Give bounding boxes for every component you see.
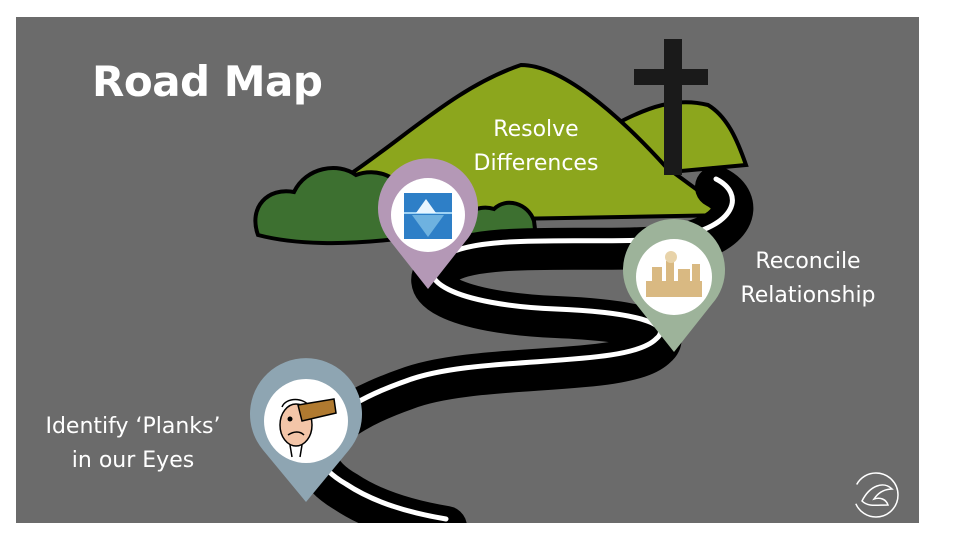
road-map-scene <box>250 39 899 523</box>
pin-identify-planks[interactable] <box>250 358 362 502</box>
cross-icon <box>634 39 708 175</box>
slide: Road Map Resolve Differences Reconcile R… <box>16 17 919 523</box>
pin-reconcile-relationship[interactable] <box>623 218 726 352</box>
stop-label-resolve: Resolve Differences <box>456 113 616 181</box>
stop-label-reconcile: Reconcile Relationship <box>723 245 893 313</box>
stop-label-line2: Differences <box>473 151 599 176</box>
page-title: Road Map <box>92 57 323 106</box>
stop-label-line2: in our Eyes <box>71 448 195 473</box>
stop-label-line1: Identify ‘Planks’ <box>45 414 221 439</box>
plank-in-eye-icon <box>279 398 337 458</box>
left-bush <box>253 166 407 246</box>
city-skyline-icon <box>646 251 702 297</box>
stop-label-identify: Identify ‘Planks’ in our Eyes <box>28 410 238 478</box>
stop-label-line2: Relationship <box>740 283 876 308</box>
dove-logo-icon <box>853 472 899 518</box>
pin-resolve-differences[interactable] <box>378 158 479 289</box>
iceberg-icon <box>404 193 452 239</box>
stop-label-line1: Reconcile <box>755 249 861 274</box>
stop-label-line1: Resolve <box>493 117 579 142</box>
